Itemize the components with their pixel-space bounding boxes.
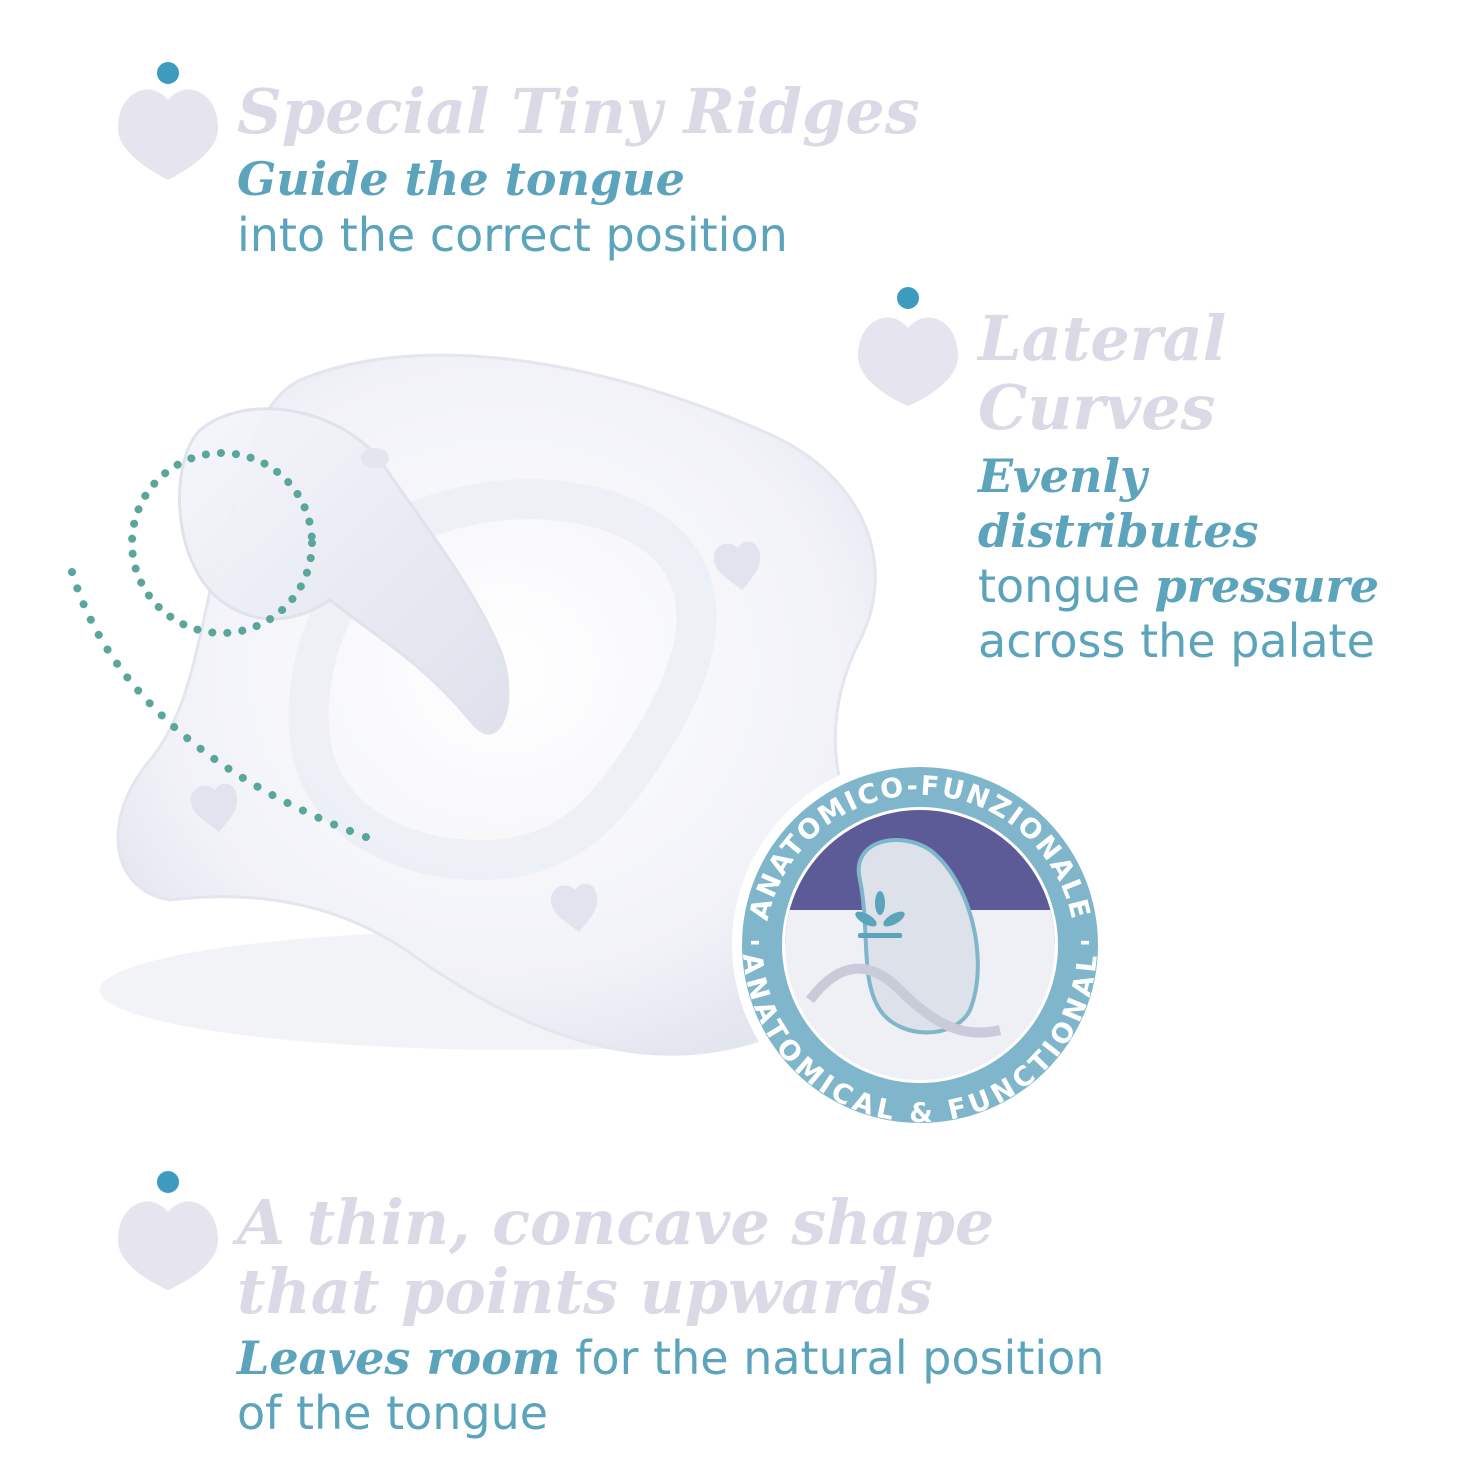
dotted-highlight-circle (128, 449, 316, 637)
feature-body-line: across the palate (978, 614, 1375, 669)
heading-line: A thin, concave shape (237, 1186, 995, 1259)
feature-heading: Lateral Curves (978, 304, 1379, 443)
feature-heading: Special Tiny Ridges (237, 75, 920, 148)
leaf-logo-icon (855, 891, 905, 938)
feature-body-inline: tongue (978, 559, 1155, 614)
feature-heading: A thin, concave shape that points upward… (237, 1188, 1104, 1327)
feature-accent-line: Guide the tongue (237, 152, 685, 207)
feature-mixed-line: tongue pressure (978, 559, 1379, 614)
feature-special-tiny-ridges: Special Tiny Ridges Guide the tongue int… (237, 75, 920, 263)
feature-lateral-curves: Lateral Curves Evenly distributes tongue… (978, 304, 1379, 670)
badge-separator-right: - (1080, 927, 1091, 957)
heading-line: Lateral (978, 302, 1227, 375)
dot-icon (897, 287, 919, 309)
feature-mixed-line: Leaves room for the natural position (237, 1331, 1104, 1386)
feature-accent-inline: Leaves room (237, 1330, 561, 1385)
feature-body-inline: for the natural position (560, 1330, 1105, 1385)
heart-icon (858, 317, 958, 406)
anatomical-badge: ANATOMICO-FUNZIONALE ANATOMICAL & FUNCTI… (732, 757, 1108, 1133)
heading-line: Special Tiny Ridges (237, 75, 920, 148)
dotted-trace-arc (68, 568, 384, 846)
dot-icon (157, 62, 179, 84)
badge-separator-left: - (750, 927, 761, 957)
feature-concave-shape: A thin, concave shape that points upward… (237, 1188, 1104, 1441)
dot-icon (157, 1171, 179, 1193)
feature-accent-line: distributes (978, 504, 1259, 559)
feature-accent-inline: pressure (1154, 559, 1380, 614)
pacifier (116, 353, 891, 1056)
feature-body-line: of the tongue (237, 1386, 549, 1441)
heart-icon (118, 89, 218, 180)
feature-accent-line: Evenly (978, 448, 1147, 503)
heading-line: Curves (978, 371, 1216, 445)
feature-body-line: into the correct position (237, 208, 788, 263)
heart-icon (118, 1201, 218, 1290)
heading-line: that points upwards (237, 1255, 933, 1329)
